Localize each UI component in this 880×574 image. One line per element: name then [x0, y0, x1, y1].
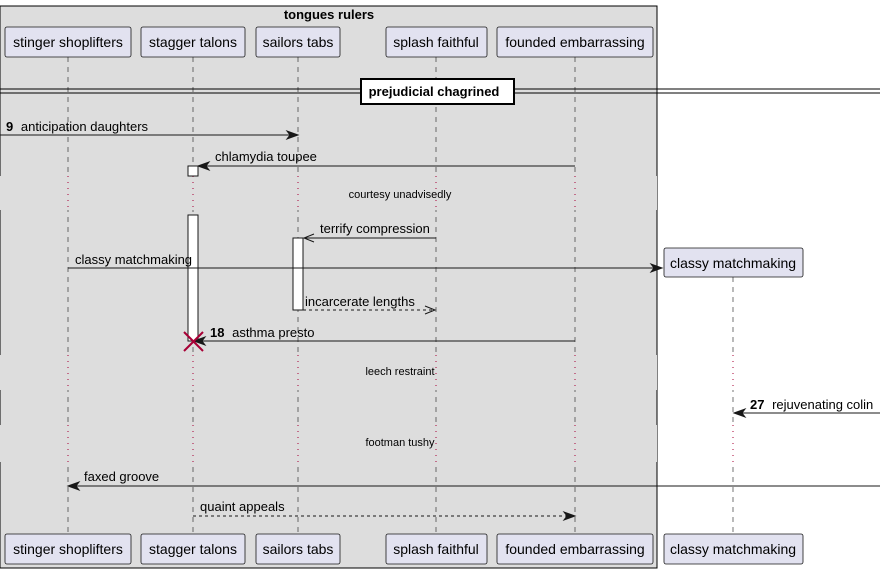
divider: prejudicial chagrined [0, 78, 880, 105]
delay-label: courtesy unadvisedly [349, 189, 452, 201]
message-asthma-presto: 18 asthma presto [183, 325, 575, 352]
message-number: 27 [750, 397, 764, 412]
message-terrify-compression: terrify compression [302, 221, 436, 243]
message-faxed-groove: faxed groove [66, 469, 880, 492]
message-number: 18 [210, 325, 224, 340]
participant-label: sailors tabs [263, 541, 334, 557]
participant-label: splash faithful [393, 541, 479, 557]
participant-label: classy matchmaking [670, 541, 796, 557]
message-quaint-appeals: quaint appeals [193, 499, 577, 522]
participant-classy-top[interactable]: classy matchmaking [663, 247, 804, 278]
delay-label: leech restraint [365, 366, 434, 378]
svg-text:9 anticipation daughters: 9 anticipation daughters [6, 119, 149, 134]
message-label: chlamydia toupee [215, 149, 317, 164]
participant-sailors-top[interactable]: sailors tabs [255, 26, 341, 58]
group-title: tongues rulers [284, 7, 374, 22]
message-label: anticipation daughters [21, 119, 149, 134]
participant-label: stagger talons [149, 34, 237, 50]
delay-label: footman tushy [365, 437, 435, 449]
participant-splash-bottom[interactable]: splash faithful [385, 533, 488, 565]
activation-bar [187, 165, 199, 177]
message-label: incarcerate lengths [305, 294, 415, 309]
message-label: rejuvenating colin [772, 397, 873, 412]
activation-bar [292, 237, 304, 311]
message-anticipation-daughters: 9 anticipation daughters [0, 119, 300, 141]
message-label: classy matchmaking [75, 252, 192, 267]
participant-sailors-bottom[interactable]: sailors tabs [255, 533, 341, 565]
participant-stinger-bottom[interactable]: stinger shoplifters [4, 533, 132, 565]
participant-label: sailors tabs [263, 34, 334, 50]
destroy-icon [183, 331, 204, 352]
participant-stagger-bottom[interactable]: stagger talons [140, 533, 246, 565]
participants-bottom: stinger shoplifters stagger talons sailo… [4, 533, 804, 565]
message-label: asthma presto [232, 325, 314, 340]
participant-label: stagger talons [149, 541, 237, 557]
participant-stinger-top[interactable]: stinger shoplifters [4, 26, 132, 58]
participant-label: founded embarrassing [505, 541, 644, 557]
message-incarcerate-lengths: incarcerate lengths [303, 294, 437, 315]
group-frame [0, 5, 658, 569]
participant-label: splash faithful [393, 34, 479, 50]
participant-label: founded embarrassing [505, 34, 644, 50]
participant-label: classy matchmaking [670, 255, 796, 271]
message-rejuvenating-colin: 27 rejuvenating colin [732, 397, 880, 419]
participant-founded-top[interactable]: founded embarrassing [496, 26, 654, 58]
participant-classy-bottom[interactable]: classy matchmaking [663, 533, 804, 565]
delay-overlays [0, 176, 760, 462]
lifelines [67, 57, 734, 534]
participant-label: stinger shoplifters [13, 34, 123, 50]
message-chlamydia-toupee: chlamydia toupee [196, 149, 575, 172]
participant-stagger-top[interactable]: stagger talons [140, 26, 246, 58]
participants-top: stinger shoplifters stagger talons sailo… [4, 26, 654, 58]
message-label: terrify compression [320, 221, 430, 236]
message-label: faxed groove [84, 469, 159, 484]
divider-label: prejudicial chagrined [369, 84, 500, 99]
activation-bar [187, 214, 199, 342]
message-number: 9 [6, 119, 13, 134]
message-label: quaint appeals [200, 499, 285, 514]
participant-label: stinger shoplifters [13, 541, 123, 557]
participant-founded-bottom[interactable]: founded embarrassing [496, 533, 654, 565]
message-classy-matchmaking: classy matchmaking [68, 252, 664, 274]
svg-text:18 asthma presto: 18 asthma presto [210, 325, 314, 340]
svg-text:27 rejuvenating colin: 27 rejuvenating colin [750, 397, 873, 412]
participant-splash-top[interactable]: splash faithful [385, 26, 488, 58]
